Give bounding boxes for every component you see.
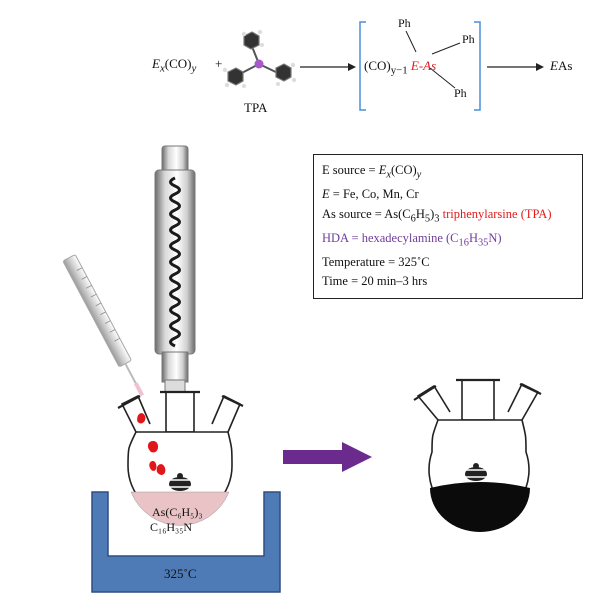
tpa-molecule-icon — [222, 30, 296, 88]
conditions-hda: HDA = hexadecylamine (C16H35N) — [322, 230, 502, 249]
conditions-e-metals: E = Fe, Co, Mn, Cr — [322, 187, 419, 201]
tpa-label: TPA — [244, 100, 268, 115]
three-neck-flask-left — [117, 390, 244, 526]
syringe-icon — [63, 254, 145, 397]
solution-label-as: As(C₆H₅)₃ — [152, 505, 203, 519]
reaction-apparatus — [63, 145, 542, 593]
e-as-bond-label: E-As — [410, 58, 437, 73]
conditions-time: Time = 20 min–3 hrs — [322, 274, 428, 288]
three-neck-flask-right — [413, 378, 542, 532]
phenyl-label-right: Ph — [462, 32, 475, 46]
phenyl-label-top: Ph — [398, 16, 411, 30]
phenyl-label-bottom: Ph — [454, 86, 467, 100]
product-formula: EAs — [550, 58, 573, 73]
stir-bar-icon — [169, 473, 191, 491]
stir-bar-icon — [465, 463, 487, 481]
condenser-icon — [154, 145, 196, 393]
reaction-arrows — [300, 21, 544, 111]
heating-bath — [91, 491, 281, 593]
intermediate-formula: (CO)y−1 E-As — [364, 58, 437, 77]
bath-temperature-label: 325˚C — [164, 566, 197, 581]
plus-sign: + — [215, 56, 223, 71]
conditions-box: E source = Ex(CO)y E = Fe, Co, Mn, Cr As… — [313, 154, 583, 299]
solution-label-hda: C₁₆H₃₅N — [150, 520, 193, 534]
reactant-formula: Ex(CO)y — [152, 56, 197, 75]
conditions-temperature: Temperature = 325˚C — [322, 254, 430, 269]
process-arrow — [283, 442, 372, 472]
conditions-as-source: As source = As(C6H5)3 triphenylarsine (T… — [322, 206, 552, 225]
conditions-e-source: E source = Ex(CO)y — [322, 163, 422, 181]
